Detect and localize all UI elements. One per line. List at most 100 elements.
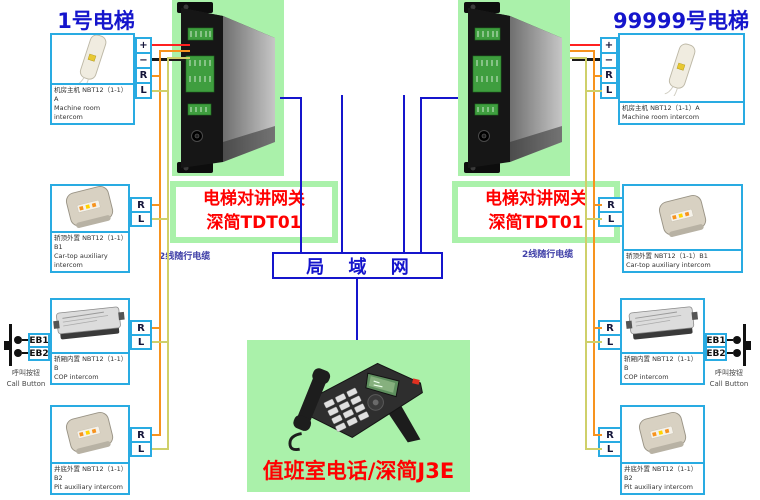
terminal-l: L: [600, 82, 618, 99]
call-button-plate: [743, 324, 746, 366]
gateway-caption-left: 电梯对讲网关 深简TDT01: [176, 187, 332, 237]
device-label-cn: 轿厢内置 NBT12（1-1）B: [54, 354, 124, 372]
wire-audio-r-tap: [593, 75, 602, 77]
device-label-en: COP intercom: [624, 372, 669, 381]
device-label-en: Machine room intercom: [622, 112, 700, 121]
lan-cable-phone: [356, 279, 358, 340]
device-label: 轿厢内置 NBT12（1-1）B COP intercom: [52, 351, 128, 383]
call-button-1[interactable]: [733, 336, 741, 344]
device-label-cn: 机房主机 NBT12（1-1）A: [54, 85, 128, 103]
wire-audio-r-bus: [159, 50, 161, 436]
wire-audio-r: [159, 50, 190, 52]
device-label-cn: 机房主机 NBT12（1-1）A: [622, 103, 700, 112]
device-label-en: Machine room intercom: [54, 103, 101, 121]
cop-intercom-image: [622, 300, 703, 352]
call-button-label-right: 呼叫按钮 Call Button: [703, 368, 755, 389]
call-button-2[interactable]: [14, 349, 22, 357]
device-box-cop-left: 轿厢内置 NBT12（1-1）B COP intercom: [50, 298, 130, 385]
call-button-label-en: Call Button: [709, 379, 749, 388]
wire-audio-r-tap: [152, 327, 161, 329]
wire-audio-l-tap: [152, 448, 169, 450]
call-button-label-cn: 呼叫按钮: [715, 369, 743, 377]
device-label-en: COP intercom: [54, 372, 99, 381]
device-box-machine-right: 机房主机 NBT12（1-1）A Machine room intercom: [618, 33, 745, 125]
wire-audio-l-tap: [152, 341, 169, 343]
phone-label: 值班室电话/深简J3E: [262, 459, 455, 483]
wire-audio-l-tap: [585, 218, 602, 220]
terminal-plus: +: [600, 37, 618, 54]
device-label-cn: 井底外置 NBT12（1-1）B2: [624, 464, 698, 482]
cartop-intercom-image: [52, 186, 128, 231]
device-label-en: Pit auxiliary intercom: [54, 482, 124, 491]
gateway-model: 深简TDT01: [206, 213, 302, 233]
device-label: 机房主机 NBT12（1-1）A Machine room intercom: [620, 100, 743, 123]
wire-audio-r: [570, 50, 595, 52]
lan-cable: [341, 95, 343, 252]
lan-cable: [300, 97, 302, 252]
device-box-cartop-right: 轿顶外置 NBT12（1-1）B1 Car-top auxiliary inte…: [622, 184, 743, 273]
lan-cable: [403, 95, 405, 252]
device-label-en: Car-top auxiliary intercom: [626, 260, 711, 269]
eb2-terminal-right: EB2: [705, 346, 727, 361]
title-elevator-1: 1号电梯: [57, 9, 135, 33]
call-button-2[interactable]: [733, 349, 741, 357]
device-label: 轿顶外置 NBT12（1-1）B1 Car-top auxiliary inte…: [624, 248, 741, 271]
terminal-l: L: [130, 211, 152, 227]
call-button-label-cn: 呼叫按钮: [12, 369, 40, 377]
machine-intercom-image: [620, 35, 743, 101]
lan-cable: [280, 97, 302, 99]
gateway-name: 电梯对讲网关: [203, 189, 305, 210]
device-label: 机房主机 NBT12（1-1）A Machine room intercom: [52, 82, 133, 123]
call-button-label-left: 呼叫按钮 Call Button: [0, 368, 52, 389]
device-box-pit-right: 井底外置 NBT12（1-1）B2 Pit auxiliary intercom: [620, 405, 705, 495]
wire-audio-r-bus: [593, 50, 595, 436]
device-box-machine-left: 机房主机 NBT12（1-1）A Machine room intercom: [50, 33, 135, 125]
call-button-1[interactable]: [14, 336, 22, 344]
wire-audio-r-tap: [152, 204, 161, 206]
wire-audio-l-bus: [167, 57, 169, 450]
device-label-cn: 轿顶外置 NBT12（1-1）B1: [54, 233, 124, 251]
device-label: 井底外置 NBT12（1-1）B2 Pit auxiliary intercom: [622, 461, 703, 493]
device-label-cn: 轿顶外置 NBT12（1-1）B1: [626, 251, 708, 260]
device-box-cartop-left: 轿顶外置 NBT12（1-1）B1 Car-top auxiliary inte…: [50, 184, 130, 273]
device-box-cop-right: 轿厢内置 NBT12（1-1）B COP intercom: [620, 298, 705, 385]
call-button-lead: [727, 339, 733, 341]
device-label-en: Pit auxiliary intercom: [624, 482, 694, 491]
call-button-lead: [22, 339, 28, 341]
call-button-lead: [727, 352, 733, 354]
wire-audio-r-tap: [593, 204, 602, 206]
machine-intercom-image: [52, 35, 133, 83]
call-button-mount: [746, 341, 751, 350]
device-label: 轿顶外置 NBT12（1-1）B1 Car-top auxiliary inte…: [52, 230, 128, 271]
wire-audio-l-tap: [585, 341, 602, 343]
cable-note-left: 2线随行电缆: [159, 252, 211, 262]
terminal-l: L: [130, 441, 152, 457]
terminal-l: L: [130, 334, 152, 350]
lan-cable: [420, 97, 422, 252]
gateway-device-image-right: [460, 2, 570, 174]
call-button-plate: [9, 324, 12, 366]
device-label-cn: 井底外置 NBT12（1-1）B2: [54, 464, 124, 482]
cop-intercom-image: [52, 300, 128, 352]
call-button-lead: [22, 352, 28, 354]
gateway-caption-right: 电梯对讲网关 深简TDT01: [458, 187, 614, 237]
gateway-model: 深简TDT01: [488, 213, 584, 233]
cartop-intercom-image: [624, 186, 741, 249]
device-label-cn: 轿厢内置 NBT12（1-1）B: [624, 354, 698, 372]
wire-audio-r-tap: [593, 327, 602, 329]
wire-audio-l-bus: [585, 57, 587, 450]
call-button-label-en: Call Button: [6, 379, 46, 388]
pit-intercom-image: [622, 407, 703, 462]
terminal-l: L: [598, 334, 622, 350]
wire-power-plus: [570, 44, 600, 46]
lan-cable: [420, 97, 458, 99]
device-label: 轿厢内置 NBT12（1-1）B COP intercom: [622, 351, 703, 383]
device-label-en: Car-top auxiliary intercom: [54, 251, 108, 269]
ip-phone-image: [272, 344, 452, 456]
gateway-device-image-left: [173, 2, 283, 174]
wire-audio-l-tap: [585, 448, 602, 450]
terminal-l: L: [135, 82, 152, 99]
wire-audio-r-tap: [152, 434, 161, 436]
gateway-name: 电梯对讲网关: [485, 189, 587, 210]
